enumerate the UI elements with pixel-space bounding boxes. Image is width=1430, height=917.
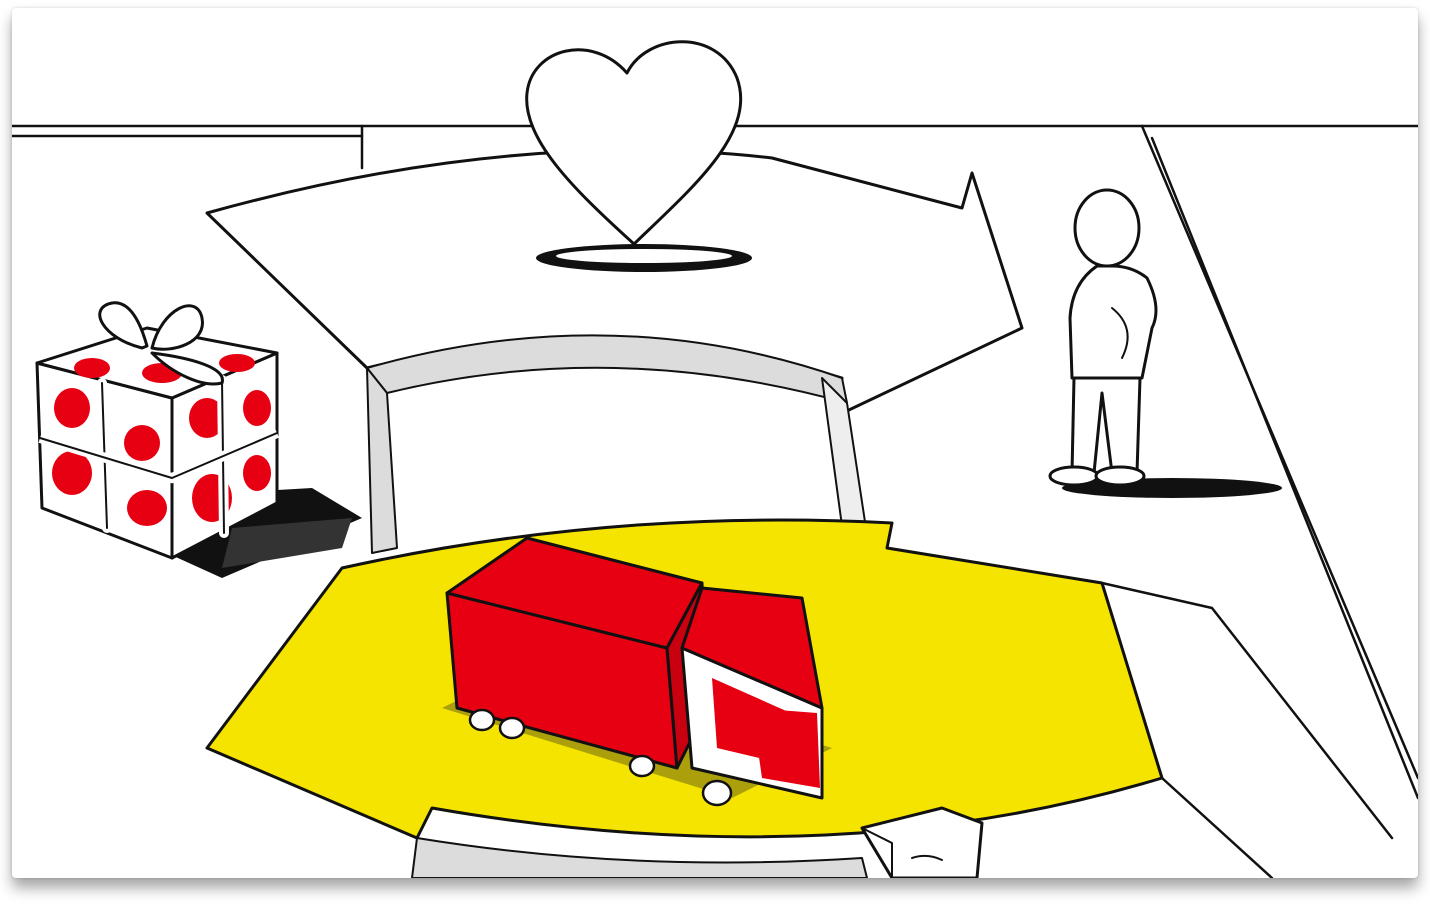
gift-box-icon <box>37 303 362 578</box>
bottom-grey-strip <box>412 838 867 878</box>
person-icon <box>1050 190 1282 498</box>
illustration-card <box>12 8 1418 878</box>
business-model-canvas-sketch <box>12 8 1418 878</box>
left-pillar <box>367 368 397 553</box>
